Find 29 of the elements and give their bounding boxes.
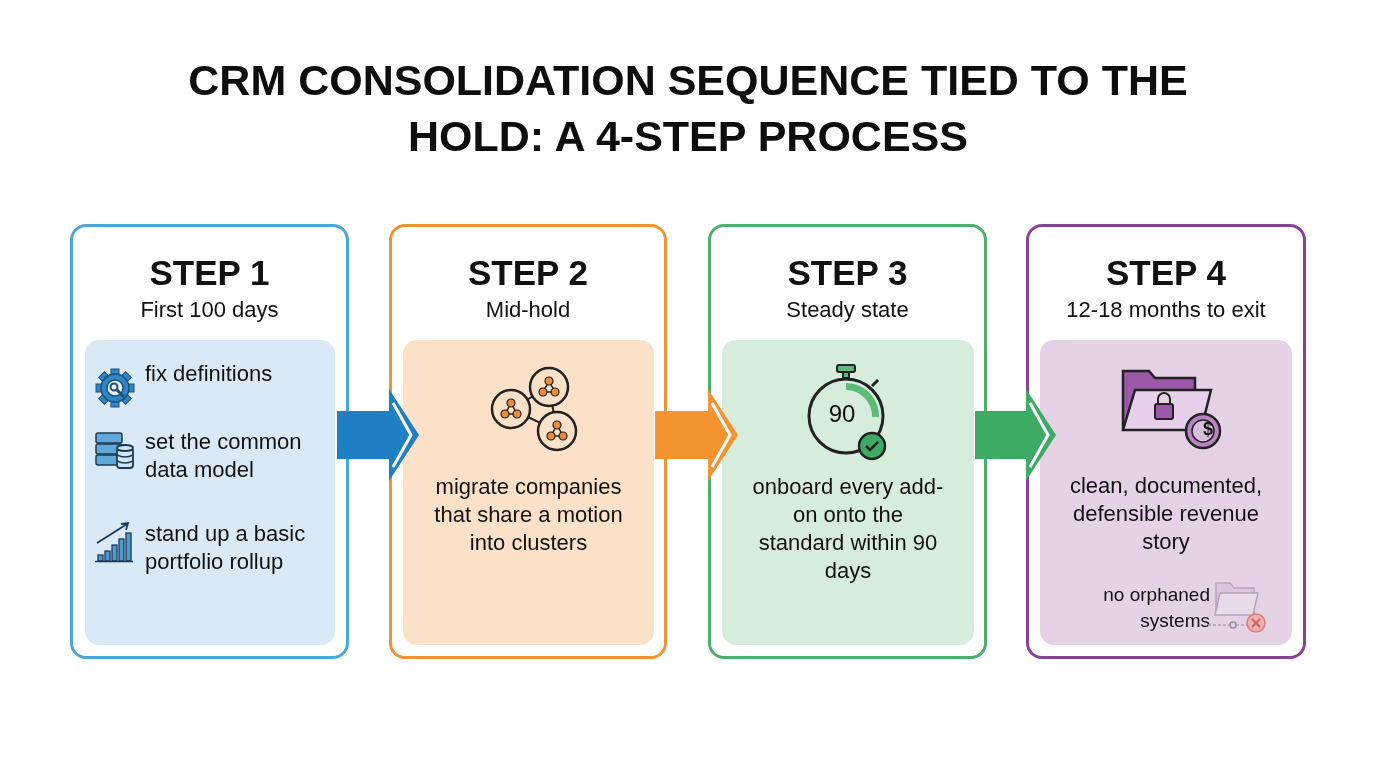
title: CRM CONSOLIDATION SEQUENCE TIED TO THE HOLD: A 4-STEP PROCESS: [187, 55, 1189, 162]
step-heading: STEP 1: [148, 253, 271, 293]
step-subtitle: 12-18 months to exit: [1065, 297, 1267, 323]
step-card: [1026, 224, 1306, 659]
step-heading: STEP 3: [786, 253, 909, 293]
step-text: set the common data model: [145, 428, 303, 484]
step-heading: STEP 4: [1105, 253, 1227, 293]
step-card: [70, 224, 349, 659]
step-text: clean, documented, defensible revenue story: [1069, 472, 1263, 556]
step-text: migrate companies that share a motion into clusters: [433, 473, 624, 557]
step-card: [389, 224, 667, 659]
content-panel: [403, 340, 654, 645]
step-subtitle: Steady state: [785, 297, 910, 323]
step-text: stand up a basic portfolio rollup: [145, 520, 307, 576]
step-text: onboard every add-on onto the standard within 90 days: [751, 473, 945, 585]
note-text: no orphaned systems: [1102, 583, 1210, 633]
block-arrow: [655, 387, 740, 483]
block-arrow: [975, 387, 1058, 483]
content-panel: [722, 340, 974, 645]
step-subtitle: First 100 days: [139, 297, 280, 323]
step-text: fix definitions: [145, 360, 274, 388]
content-panel: [1040, 340, 1292, 645]
content-panel: [85, 340, 335, 645]
dollar-sign: $: [1202, 419, 1214, 440]
block-arrow: [337, 387, 421, 483]
step-card: [708, 224, 987, 659]
step-heading: STEP 2: [467, 253, 589, 293]
timer-number: 90: [827, 400, 857, 428]
step-subtitle: Mid-hold: [484, 297, 572, 323]
